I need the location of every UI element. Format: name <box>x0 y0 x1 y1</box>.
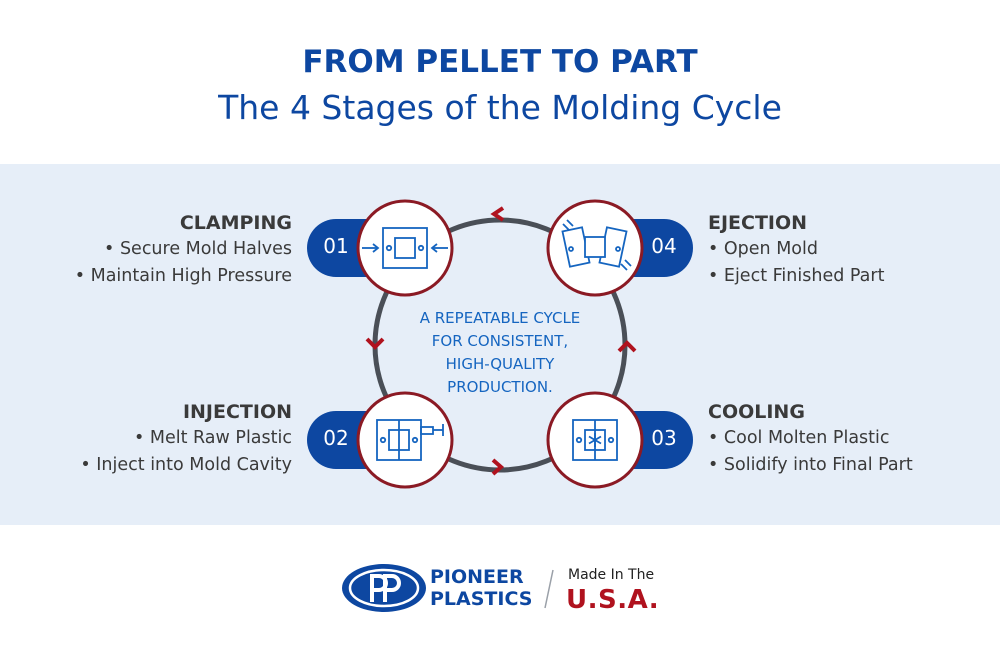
list-item: • Maintain High Pressure <box>74 266 292 286</box>
stage-02-number: 02 <box>323 426 349 450</box>
stage-04-title: EJECTION <box>708 212 808 234</box>
list-item: • Open Mold <box>708 239 818 259</box>
arrow-right-icon <box>617 340 637 353</box>
stage-03-number: 03 <box>651 426 677 450</box>
page-subtitle: The 4 Stages of the Molding Cycle <box>218 88 782 127</box>
snowflake-icon <box>572 419 618 461</box>
brand-name-line1: PIONEER <box>430 566 524 588</box>
stage-02-title: INJECTION <box>182 401 292 423</box>
list-item: • Cool Molten Plastic <box>708 428 890 448</box>
country-label: U.S.A. <box>566 585 660 615</box>
list-item: • Secure Mold Halves <box>104 239 292 259</box>
stage-04-list: • Open Mold • Eject Finished Part <box>708 236 884 290</box>
inject-icon <box>376 419 444 461</box>
stage-03-list: • Cool Molten Plastic • Solidify into Fi… <box>708 425 913 479</box>
page-title: FROM PELLET TO PART <box>302 44 698 80</box>
cycle-center-text: A REPEATABLE CYCLE FOR CONSISTENT, HIGH-… <box>395 307 605 399</box>
stage-04-number: 04 <box>651 234 677 258</box>
stage-03-title: COOLING <box>708 401 805 423</box>
arrow-top-icon <box>490 206 505 222</box>
brand-name-line2: PLASTICS <box>430 588 533 610</box>
stage-01-list: • Secure Mold Halves • Maintain High Pre… <box>75 236 292 290</box>
center-line: PRODUCTION. <box>447 378 553 396</box>
stage-01-icon-circle <box>356 199 454 297</box>
footer-divider <box>544 569 554 609</box>
arrow-bottom-icon <box>491 458 505 476</box>
eject-icon <box>561 219 632 271</box>
list-item: • Solidify into Final Part <box>708 455 913 475</box>
arrow-left-icon <box>365 337 385 350</box>
made-in-label: Made In The <box>568 567 655 583</box>
stage-01-number: 01 <box>323 234 349 258</box>
center-line: FOR CONSISTENT, <box>431 332 569 350</box>
clamp-icon <box>362 227 448 269</box>
center-line: A REPEATABLE CYCLE <box>419 309 581 327</box>
pioneer-logo-icon <box>342 564 426 612</box>
stage-01-title: CLAMPING <box>179 212 292 234</box>
stage-02-icon-circle <box>356 391 454 489</box>
stage-02-list: • Melt Raw Plastic • Inject into Mold Ca… <box>80 425 292 479</box>
list-item: • Inject into Mold Cavity <box>80 455 292 475</box>
list-item: • Eject Finished Part <box>708 266 885 286</box>
center-line: HIGH-QUALITY <box>445 355 555 373</box>
list-item: • Melt Raw Plastic <box>133 428 292 448</box>
